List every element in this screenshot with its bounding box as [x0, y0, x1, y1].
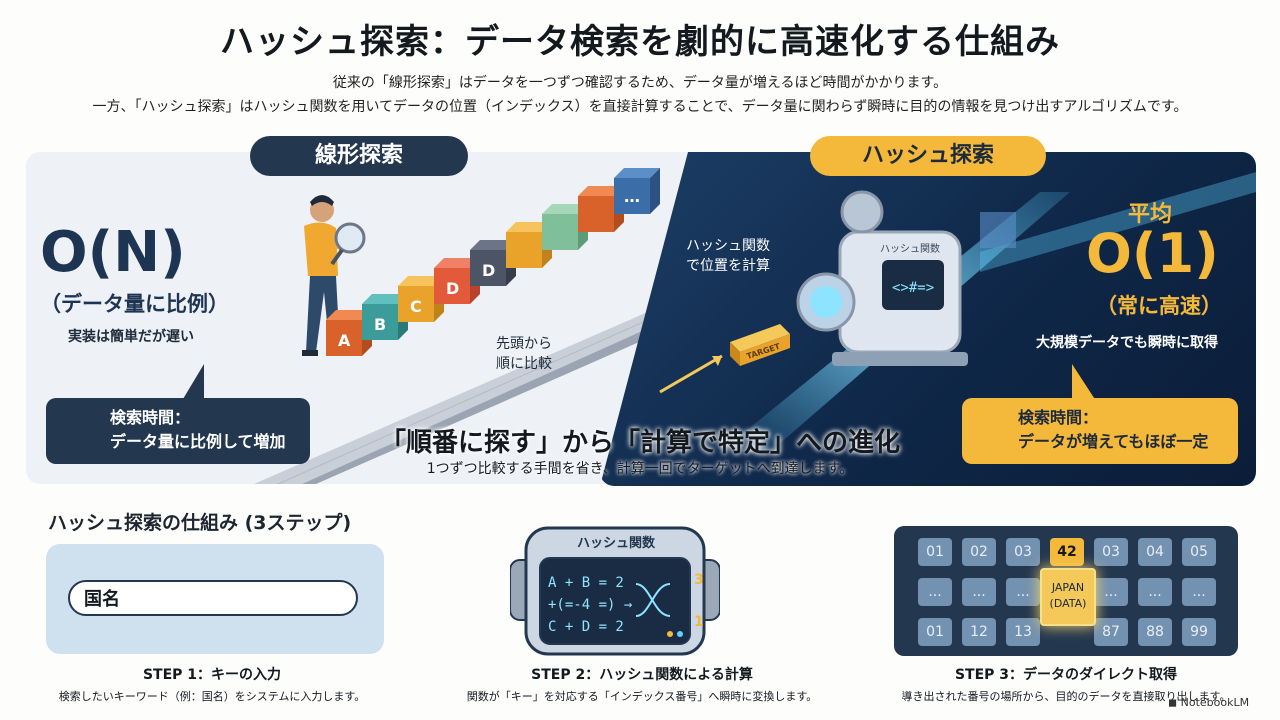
data-blocks: A B C D D … — [326, 168, 660, 356]
step2-desc: 関数が「キー」を対応する「インデックス番号」へ瞬時に変換します。 — [466, 690, 818, 703]
hash-complexity: O(1) — [1086, 222, 1219, 285]
hash-callout-line2: データが増えてもほぼ一定 — [1018, 432, 1209, 451]
svg-text:A: A — [338, 331, 351, 350]
index-cell: 01 — [918, 618, 952, 646]
svg-text:D: D — [482, 261, 495, 280]
svg-text:<>#=>: <>#=> — [892, 280, 934, 296]
index-cell: 01 — [918, 538, 952, 566]
svg-text:ハッシュ関数: ハッシュ関数 — [880, 242, 940, 255]
index-cell: 99 — [1182, 618, 1216, 646]
page-title: ハッシュ探索：データ検索を劇的に高速化する仕組み — [220, 22, 1060, 62]
svg-text:B: B — [374, 315, 386, 334]
device-formulas: A + B = 2 +(=-4 =) → C + D = 2 — [548, 575, 633, 635]
linear-complexity-sub: （データ量に比例） — [40, 292, 229, 316]
steps-section-title: ハッシュ探索の仕組み (3ステップ) — [48, 512, 352, 534]
index-cell: 05 — [1182, 538, 1216, 566]
linear-callout-line1: 検索時間： — [110, 408, 191, 427]
step1-label: STEP 1：キーの入力 — [142, 667, 282, 683]
step3-desc: 導き出された番号の場所から、目的のデータを直接取り出します。 — [901, 690, 1231, 703]
linear-time-callout: 検索時間： データ量に比例して増加 — [46, 398, 310, 464]
hash-note: 大規模データでも瞬時に取得 — [1036, 335, 1218, 351]
conveyor-belt — [254, 304, 702, 484]
linear-complexity: O(N) — [40, 220, 186, 285]
linear-note: 実装は簡単だが遅い — [68, 329, 194, 345]
hash-search-pill: ハッシュ探索 — [810, 136, 1046, 176]
evolution-subtitle: 1つずつ比較する手間を省き、計算一回でターゲットへ到達します。 — [426, 461, 854, 477]
index-cell: 13 — [1006, 618, 1040, 646]
target-box-icon: TARGET — [730, 324, 790, 366]
index-cell: 87 — [1094, 618, 1128, 646]
index-cell: 88 — [1138, 618, 1172, 646]
index-cell: 03 — [1006, 538, 1040, 566]
index-cell: ... — [1094, 578, 1128, 606]
callout-tail-left — [180, 364, 204, 404]
sequential-compare-label: 先頭から 順に比較 — [496, 336, 552, 372]
hash-illustration: TARGET <>#=> ハッシュ関数 — [659, 172, 1256, 452]
index-cell: ... — [1182, 578, 1216, 606]
linear-search-pill: 線形探索 — [250, 136, 468, 176]
index-cell: 03 — [1094, 538, 1128, 566]
index-cell: ... — [918, 578, 952, 606]
linear-illustration: A B C D D … — [254, 168, 706, 484]
intro-line-1: 従来の「線形探索」はデータを一つずつ確認するため、データ量が増えるほど時間がかか… — [332, 75, 948, 91]
japan-data-cell: JAPAN (DATA) — [1040, 568, 1096, 626]
index-cell: ... — [1006, 578, 1040, 606]
evolution-title: 「順番に探す」から「計算で特定」への進化 — [379, 428, 900, 458]
hash-machine-icon: <>#=> ハッシュ関数 — [796, 190, 968, 366]
hash-callout-line1: 検索時間： — [1018, 408, 1099, 427]
index-cell: 02 — [962, 538, 996, 566]
key-input-field[interactable]: 国名 — [68, 580, 358, 616]
hash-time-callout: 検索時間： データが増えてもほぼ一定 — [962, 398, 1238, 464]
device-output-bottom: 1 — [694, 614, 704, 630]
svg-text:…: … — [624, 187, 640, 206]
intro-line-2: 一方、「ハッシュ探索」はハッシュ関数を用いてデータの位置（インデックス）を直接計… — [92, 99, 1188, 115]
device-output-top: 3 — [694, 572, 704, 588]
hash-calc-label: ハッシュ関数 で位置を計算 — [686, 238, 770, 274]
index-cell: 04 — [1138, 538, 1172, 566]
linear-callout-line2: データ量に比例して増加 — [110, 432, 286, 451]
svg-text:D: D — [446, 279, 459, 298]
index-cell: 42 — [1050, 538, 1084, 566]
index-cell: ... — [962, 578, 996, 606]
hash-complexity-sub: （常に高速） — [1096, 294, 1222, 318]
device-title: ハッシュ関数 — [576, 536, 655, 551]
index-cell: ... — [1138, 578, 1172, 606]
svg-text:C: C — [410, 297, 422, 316]
callout-tail-right — [1072, 364, 1098, 404]
step1-desc: 検索したいキーワード（例：国名）をシステムに入力します。 — [58, 690, 366, 703]
step2-label: STEP 2：ハッシュ関数による計算 — [531, 667, 753, 683]
magnifying-glass-icon — [330, 222, 366, 266]
index-cell: 12 — [962, 618, 996, 646]
hash-average-label: 平均 — [1128, 202, 1173, 227]
step3-label: STEP 3：データのダイレクト取得 — [954, 667, 1178, 683]
hash-function-device-icon — [510, 526, 720, 656]
notebooklm-logo: ◼ NotebookLM — [1168, 696, 1250, 709]
target-arrow — [659, 354, 723, 394]
